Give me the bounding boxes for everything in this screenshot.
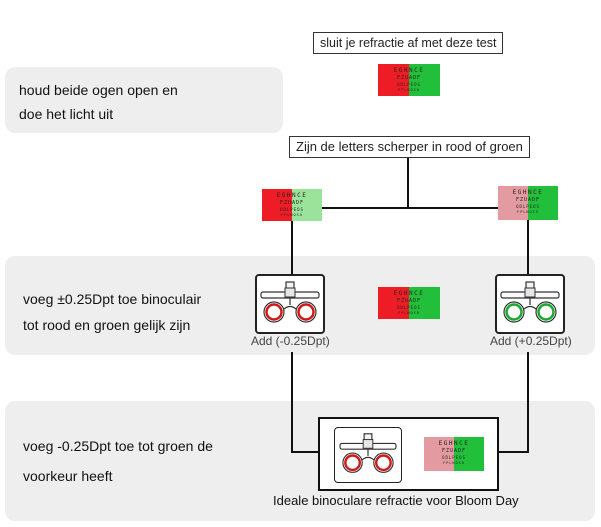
chart-red-half [378, 64, 409, 96]
chart-row-4: FPLNOSO [517, 210, 539, 214]
chart-row-3: ODLPEOS [397, 82, 421, 87]
chart-row-4: FPLNOSO [443, 461, 465, 465]
chart-green-half [454, 437, 484, 471]
chart-green-half [528, 186, 558, 220]
panel-instruction-1: houd beide ogen open en doe het licht ui… [5, 67, 283, 133]
chart-row-3: ODLPEOS [442, 455, 466, 460]
final-caption: Ideale binoculare refractie voor Bloom D… [273, 493, 519, 508]
panel-1-line-2: doe het licht uit [19, 106, 114, 122]
chart-row-4: FPLNOSO [281, 213, 303, 217]
chart-row-1: EGHNCE [276, 192, 308, 199]
chart-faded-red-half [498, 186, 528, 220]
chart-row-2: FZUADF [515, 197, 541, 203]
chart-row-3: ODLPEOS [397, 305, 421, 310]
duochrome-chart-green-preferred: EGHNCE FZUADF ODLPEOS FPLNOSO [498, 186, 558, 220]
duochrome-chart-top: EGHNCE FZUADF ODLPEOS FPLNOSO [378, 64, 440, 96]
duochrome-chart-red-preferred: EGHNCE FZUADF ODLPEOS FPLNOSO [262, 189, 322, 221]
chart-row-2: FZUADF [441, 448, 467, 454]
chart-green-half [409, 287, 440, 319]
chart-red-half [262, 189, 292, 221]
add-plus-label: Add (+0.25Dpt) [490, 334, 572, 348]
panel-3-line-2: voorkeur heeft [23, 468, 113, 484]
question-label: Zijn de letters scherper in rood of groe… [289, 136, 530, 158]
trial-frame-icon [500, 281, 560, 323]
trial-frame-plus [495, 274, 565, 334]
add-minus-label: Add (-0.25Dpt) [251, 334, 330, 348]
chart-row-1: EGHNCE [512, 189, 544, 196]
trial-frame-icon [339, 433, 397, 473]
panel-1-line-1: houd beide ogen open en [19, 82, 178, 98]
chart-row-2: FZUADF [396, 75, 422, 81]
chart-red-half [378, 287, 409, 319]
chart-row-2: FZUADF [396, 298, 422, 304]
chart-row-4: FPLNOSO [398, 311, 420, 315]
chart-faded-green-half [292, 189, 322, 221]
trial-frame-minus [255, 274, 325, 334]
top-label: sluit je refractie af met deze test [313, 32, 504, 54]
duochrome-chart-final: EGHNCE FZUADF ODLPEOS FPLNOSO [424, 437, 484, 471]
panel-2-line-1: voeg ±0.25Dpt toe binoculair [23, 291, 202, 307]
chart-row-3: ODLPEOS [280, 207, 304, 212]
trial-frame-final [334, 427, 402, 483]
chart-faded-red-half [424, 437, 454, 471]
chart-row-1: EGHNCE [393, 67, 425, 74]
trial-frame-icon [260, 281, 320, 323]
panel-3-line-1: voeg -0.25Dpt toe tot groen de [23, 438, 213, 454]
chart-row-2: FZUADF [279, 200, 305, 206]
chart-row-4: FPLNOSO [398, 88, 420, 92]
panel-2-line-2: tot rood en groen gelijk zijn [23, 317, 191, 333]
chart-row-1: EGHNCE [438, 440, 470, 447]
chart-green-half [409, 64, 440, 96]
duochrome-chart-equal: EGHNCE FZUADF ODLPEOS FPLNOSO [378, 287, 440, 319]
connector-left-to-final [291, 352, 318, 453]
chart-row-3: ODLPEOS [516, 204, 540, 209]
connector-right-to-final [497, 352, 529, 453]
chart-row-1: EGHNCE [393, 290, 425, 297]
final-result-box: EGHNCE FZUADF ODLPEOS FPLNOSO [318, 417, 499, 491]
